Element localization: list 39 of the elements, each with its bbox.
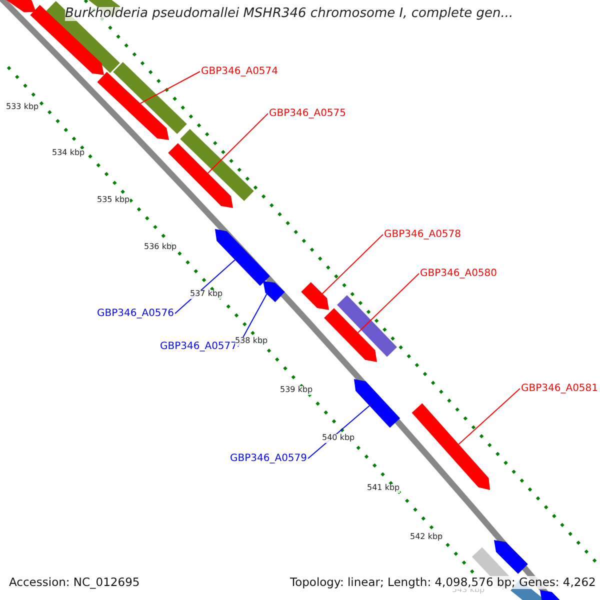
footer-text: Accession: NC_012695 <box>9 576 140 589</box>
gene-label: GBP346_A0581 <box>521 383 598 394</box>
gene-label: GBP346_A0578 <box>384 229 462 240</box>
gene-label: GBP346_A0575 <box>269 108 346 119</box>
gene-block <box>324 308 377 362</box>
scale-label: 539 kbp <box>280 386 313 395</box>
leader-line <box>358 273 420 334</box>
gene-block <box>215 229 270 286</box>
gene-block <box>301 282 329 310</box>
leader-line <box>140 71 200 104</box>
gene-block <box>412 403 490 490</box>
scale-label: 542 kbp <box>410 533 443 542</box>
scale-label: 536 kbp <box>144 243 177 252</box>
scale-label: 534 kbp <box>52 149 85 158</box>
gene-block <box>354 379 400 428</box>
gene-block <box>113 62 187 134</box>
leader-line <box>458 388 520 445</box>
scale-label: 540 kbp <box>322 434 355 443</box>
gene-block <box>263 281 285 302</box>
title: Burkholderia pseudomallei MSHR346 chromosome I, complete gen... <box>65 7 514 22</box>
scale-label: 541 kbp <box>367 484 400 493</box>
gene-block <box>337 295 397 357</box>
scale-label: 538 kbp <box>235 337 268 346</box>
gene-label: GBP346_A0580 <box>420 268 498 279</box>
gene-label: GBP346_A0576 <box>97 308 174 319</box>
scale-label: 533 kbp <box>6 103 39 112</box>
leader-line <box>207 113 268 174</box>
gene-block <box>168 143 233 208</box>
gene-block <box>97 72 169 140</box>
footer-text: Topology: linear; Length: 4,098,576 bp; Genes: 4,262 <box>290 576 596 589</box>
scale-label: 535 kbp <box>97 196 130 205</box>
scale-label: 537 kbp <box>190 290 223 299</box>
gene-block <box>6 0 36 12</box>
leader-line <box>322 234 384 294</box>
gene-label: GBP346_A0574 <box>201 66 278 77</box>
gene-block <box>494 540 528 574</box>
gene-label: GBP346_A0577 <box>160 341 238 352</box>
gene-block <box>180 129 254 201</box>
gene-label: GBP346_A0579 <box>230 453 308 464</box>
